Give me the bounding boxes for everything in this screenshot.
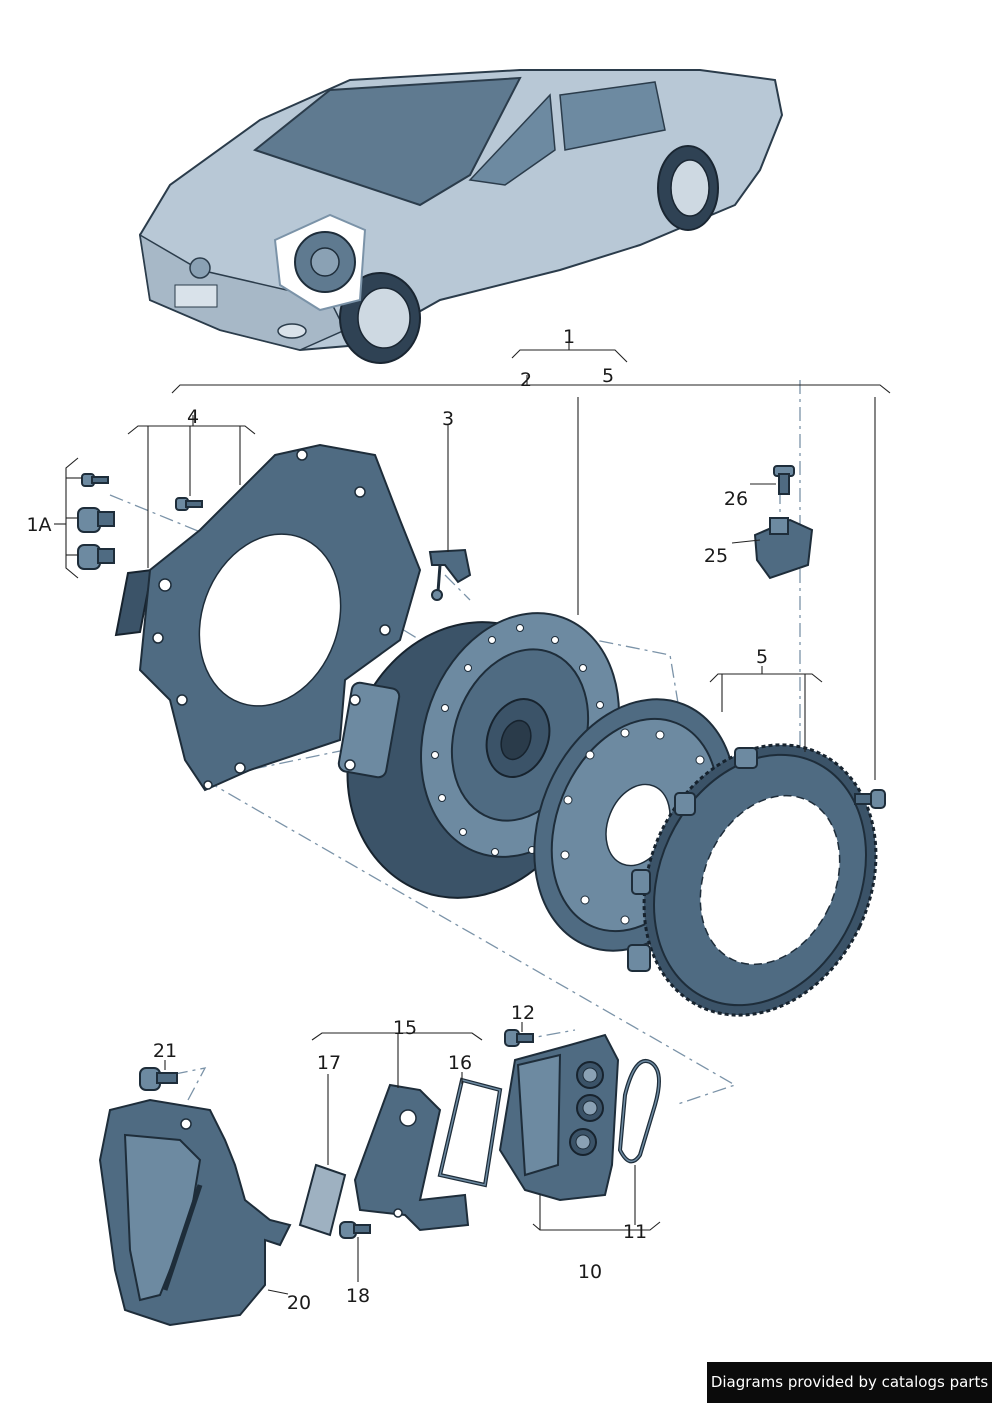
bolt-18 (339, 1221, 371, 1239)
label-plate-17 (298, 1163, 347, 1237)
bolt-5 (854, 789, 886, 809)
bolt-26 (773, 465, 795, 495)
bracket-plate-4 (138, 443, 422, 792)
bolt-1a-small (81, 473, 109, 487)
callout-12: 12 (511, 1002, 535, 1024)
ring-gear-5 (627, 743, 878, 1017)
callout-3: 3 (442, 408, 454, 430)
callout-25: 25 (704, 545, 728, 567)
callout-labels: 1 5 2 4 3 26 1A 25 5 12 15 21 17 16 11 1… (26, 326, 768, 1314)
bolt-1a-large-1 (77, 507, 115, 533)
credit-banner: Diagrams provided by catalogs parts (707, 1362, 992, 1403)
callout-20: 20 (287, 1292, 311, 1314)
callout-5-ring: 5 (756, 646, 768, 668)
bolt-set-1a (77, 473, 115, 570)
housing-10 (498, 1033, 620, 1202)
callout-18: 18 (346, 1285, 370, 1307)
module-25 (753, 517, 814, 580)
callout-1a: 1A (26, 514, 51, 536)
callout-21: 21 (153, 1040, 177, 1062)
callout-5-top: 5 (602, 365, 614, 387)
bolt-4 (175, 497, 203, 511)
bolt-12 (504, 1029, 534, 1047)
leader-lines (54, 342, 891, 1295)
callout-11: 11 (623, 1221, 647, 1243)
callout-1: 1 (563, 326, 575, 348)
callout-17: 17 (317, 1052, 341, 1074)
callout-2: 2 (520, 369, 532, 391)
seal-plate (114, 568, 154, 637)
bolt-1a-large-2 (77, 544, 115, 570)
callout-15: 15 (393, 1017, 417, 1039)
bolt-21 (139, 1067, 178, 1091)
o-ring-11 (617, 1059, 661, 1164)
callout-10: 10 (578, 1261, 602, 1283)
vehicle-illustration (138, 69, 784, 364)
callout-4: 4 (187, 406, 199, 428)
cover-20 (98, 1098, 292, 1327)
bracket-15 (353, 1083, 470, 1232)
sensor-3 (428, 548, 472, 601)
gasket-16 (437, 1077, 503, 1188)
callout-26: 26 (724, 488, 748, 510)
callout-16: 16 (448, 1052, 472, 1074)
